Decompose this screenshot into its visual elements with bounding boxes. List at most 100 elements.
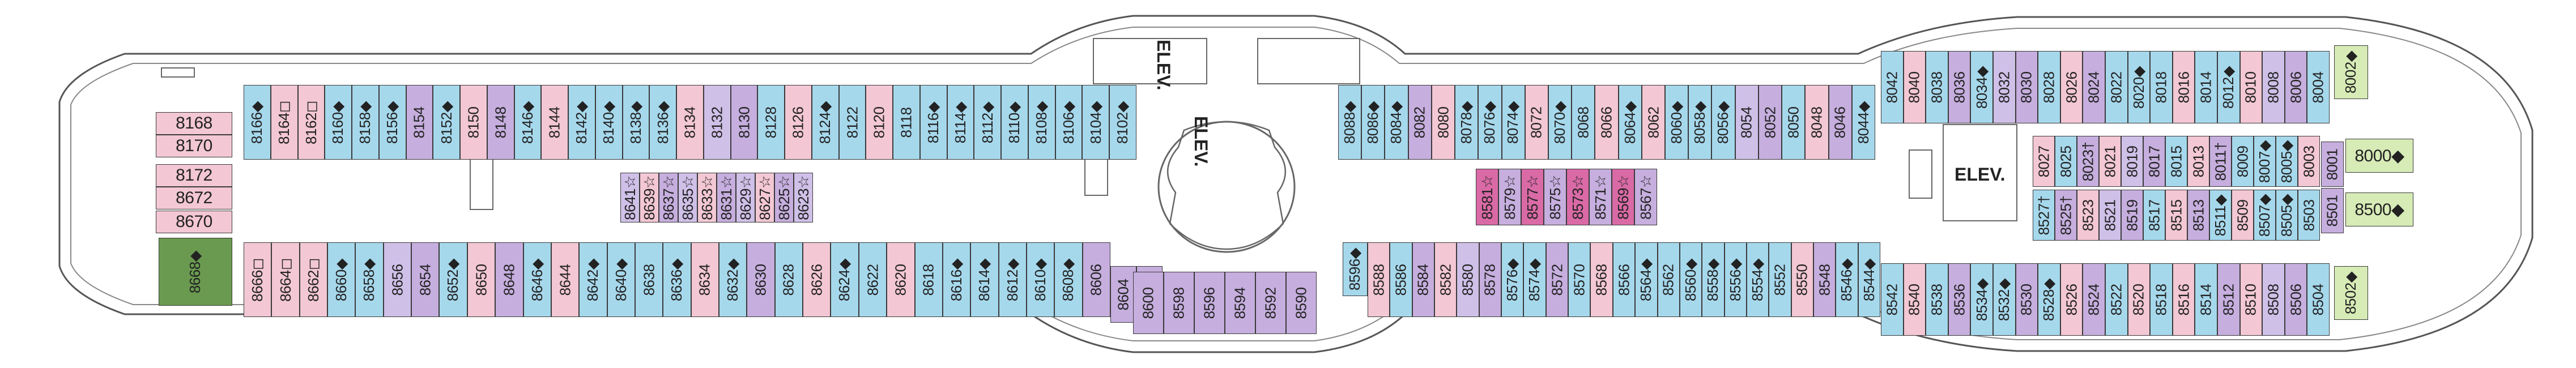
cabin[interactable]: 8070◆: [1548, 85, 1572, 160]
cabin[interactable]: 8518: [2150, 263, 2173, 336]
cabin[interactable]: 8082: [1408, 85, 1432, 160]
cabin[interactable]: 8630: [747, 242, 775, 317]
cabin[interactable]: 8532◆: [1993, 263, 2016, 336]
cabin[interactable]: 8513: [2187, 190, 2209, 241]
cabin[interactable]: 8641☆: [620, 173, 640, 222]
cabin[interactable]: 8007◆: [2254, 136, 2276, 187]
cabin[interactable]: 8017: [2143, 136, 2165, 187]
cabin[interactable]: 8656: [383, 242, 412, 317]
cabin[interactable]: 8140◆: [595, 85, 623, 160]
cabin[interactable]: 8654: [411, 242, 440, 317]
cabin[interactable]: 8156◆: [378, 85, 406, 160]
cabin[interactable]: 8514: [2195, 263, 2217, 336]
cabin[interactable]: 8627☆: [755, 173, 774, 222]
cabin[interactable]: 8034◆: [1970, 51, 1993, 123]
cabin[interactable]: 8596: [1194, 272, 1225, 334]
cabin[interactable]: 8633☆: [697, 173, 717, 222]
cabin[interactable]: 8014: [2195, 51, 2217, 123]
cabin[interactable]: 8150: [460, 85, 487, 160]
cabin[interactable]: 8538: [1926, 263, 1948, 336]
cabin[interactable]: 8152◆: [433, 85, 461, 160]
cabin[interactable]: 8005◆: [2276, 136, 2298, 187]
cabin[interactable]: 8074◆: [1501, 85, 1525, 160]
cabin[interactable]: 8576◆: [1501, 242, 1524, 317]
cabin[interactable]: 8168: [156, 112, 232, 135]
cabin[interactable]: 8618: [914, 242, 943, 317]
cabin[interactable]: 8623☆: [794, 173, 813, 222]
cabin[interactable]: 8534◆: [1970, 263, 1993, 336]
cabin[interactable]: 8606: [1082, 242, 1110, 317]
cabin[interactable]: 8076◆: [1478, 85, 1502, 160]
cabin[interactable]: 8524: [2083, 263, 2105, 336]
cabin[interactable]: 8662◻: [299, 242, 328, 317]
cabin[interactable]: 8012◆: [2217, 51, 2240, 123]
cabin[interactable]: 8510: [2239, 263, 2263, 336]
cabin[interactable]: 8126: [785, 85, 812, 160]
cabin[interactable]: 8019: [2121, 136, 2143, 187]
cabin[interactable]: 8003: [2298, 136, 2320, 187]
cabin[interactable]: 8568: [1590, 242, 1613, 317]
cabin[interactable]: 8570: [1568, 242, 1591, 317]
cabin[interactable]: 8138◆: [622, 85, 650, 160]
cabin[interactable]: 8022: [2105, 51, 2128, 123]
cabin[interactable]: 8664◻: [271, 242, 300, 317]
cabin[interactable]: 8080: [1431, 85, 1455, 160]
cabin[interactable]: 8088◆: [1338, 85, 1362, 160]
cabin[interactable]: 8612◆: [998, 242, 1027, 317]
cabin[interactable]: 8503: [2298, 190, 2320, 241]
cabin[interactable]: 8577☆: [1521, 169, 1544, 225]
cabin[interactable]: 8523: [2077, 190, 2099, 241]
cabin[interactable]: 8505◆: [2276, 190, 2298, 241]
cabin[interactable]: 8054: [1735, 85, 1759, 160]
cabin[interactable]: 8044◆: [1851, 85, 1875, 160]
cabin[interactable]: 8507◆: [2254, 190, 2276, 241]
cabin[interactable]: 8542: [1881, 263, 1904, 336]
cabin[interactable]: 8637☆: [659, 173, 678, 222]
cabin[interactable]: 8136◆: [649, 85, 677, 160]
cabin[interactable]: 8016: [2172, 51, 2195, 123]
cabin[interactable]: 8592: [1255, 272, 1286, 334]
cabin[interactable]: 8026: [2060, 51, 2083, 123]
cabin[interactable]: 8660◆: [327, 242, 356, 317]
cabin[interactable]: 8631☆: [717, 173, 736, 222]
cabin[interactable]: 8122: [838, 85, 866, 160]
cabin[interactable]: 8046: [1828, 85, 1852, 160]
cabin[interactable]: 8634: [691, 242, 719, 317]
cabin[interactable]: 8024: [2083, 51, 2105, 123]
cabin[interactable]: 8010: [2239, 51, 2263, 123]
cabin[interactable]: 8004: [2307, 51, 2330, 123]
cabin[interactable]: 8522: [2105, 263, 2128, 336]
cabin[interactable]: 8670: [156, 211, 232, 233]
cabin[interactable]: 8594: [1225, 272, 1255, 334]
cabin[interactable]: 8072: [1525, 85, 1548, 160]
cabin[interactable]: 8520: [2127, 263, 2151, 336]
cabin[interactable]: 8066: [1595, 85, 1619, 160]
cabin[interactable]: 8546◆: [1836, 242, 1858, 317]
cabin[interactable]: 8610◆: [1026, 242, 1055, 317]
cabin[interactable]: 8132: [703, 85, 731, 160]
cabin[interactable]: 8128: [757, 85, 785, 160]
cabin[interactable]: 8564◆: [1635, 242, 1658, 317]
cabin[interactable]: 8526: [2060, 263, 2083, 336]
cabin[interactable]: 8048: [1805, 85, 1829, 160]
cabin[interactable]: 8023†: [2077, 136, 2099, 187]
cabin[interactable]: 8579☆: [1498, 169, 1521, 225]
cabin[interactable]: 8008: [2262, 51, 2285, 123]
cabin[interactable]: 8572: [1545, 242, 1569, 317]
cabin[interactable]: 8000◆: [2345, 139, 2413, 173]
cabin[interactable]: 8170: [156, 135, 232, 157]
cabin[interactable]: 8666◻: [244, 242, 272, 317]
cabin[interactable]: 8028: [2038, 51, 2060, 123]
cabin[interactable]: 8544◆: [1858, 242, 1880, 317]
cabin[interactable]: 8588: [1368, 242, 1390, 317]
cabin[interactable]: 8086◆: [1361, 85, 1385, 160]
cabin[interactable]: 8578: [1479, 242, 1502, 317]
cabin[interactable]: 8068: [1572, 85, 1595, 160]
cabin[interactable]: 8118: [893, 85, 920, 160]
cabin[interactable]: 8569☆: [1612, 169, 1634, 225]
cabin[interactable]: 8160◆: [325, 85, 352, 160]
cabin[interactable]: 8508: [2262, 263, 2285, 336]
cabin[interactable]: 8084◆: [1385, 85, 1408, 160]
cabin[interactable]: 8530: [2015, 263, 2038, 336]
cabin[interactable]: 8506: [2284, 263, 2307, 336]
